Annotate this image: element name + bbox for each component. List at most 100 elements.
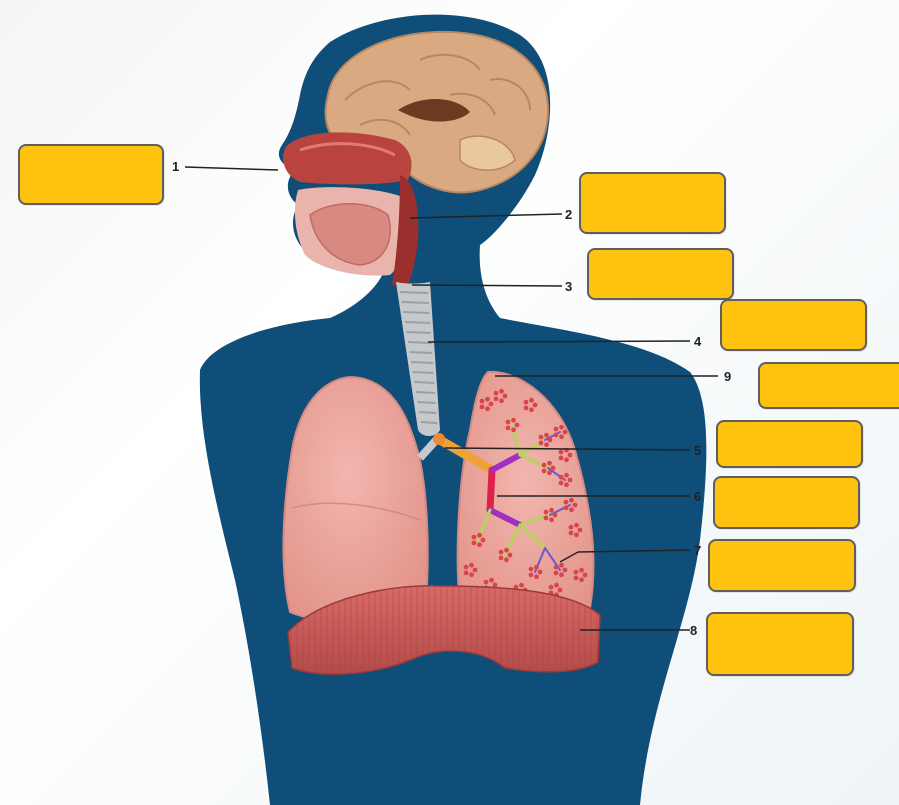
leader-line-1 [185,167,278,170]
alveolus [524,400,529,405]
alveolus [481,538,486,543]
alveolus [539,435,544,440]
alveolus [559,563,564,568]
alveolus [544,442,549,447]
alveolus [549,585,554,590]
alveolus [558,588,563,593]
trachea-ring [403,312,429,313]
answer-box-1[interactable] [18,144,164,205]
trachea-ring [400,292,428,293]
alveolus [544,510,549,515]
alveolus [554,427,559,432]
alveolus [511,418,516,423]
alveolus [499,550,504,555]
label-number-8: 8 [690,623,697,638]
alveolus [569,498,574,503]
alveolus [563,430,568,435]
answer-box-6[interactable] [713,476,860,529]
alveolus [549,508,554,513]
alveolus [504,557,509,562]
trachea-ring [402,302,429,303]
alveolus [469,572,474,577]
alveolus [569,531,574,536]
answer-box-5[interactable] [716,420,863,468]
answer-box-8[interactable] [706,612,854,676]
trachea-ring [414,382,434,383]
alveolus [534,574,539,579]
label-number-3: 3 [565,279,572,294]
alveolus [506,426,511,431]
alveolus [563,568,568,573]
alveolus [508,553,513,558]
alveolus [485,406,490,411]
alveolus [499,556,504,561]
alveolus [529,398,534,403]
alveolus [472,541,477,546]
alveolus [485,397,490,402]
trachea-ring [416,392,435,393]
alveolus [579,577,584,582]
alveolus [544,433,549,438]
label-number-7: 7 [694,543,701,558]
alveolus [583,573,588,578]
answer-box-9[interactable] [758,362,899,409]
label-number-2: 2 [565,207,572,222]
alveolus [574,570,579,575]
trachea-ring [405,322,430,323]
alveolus [489,402,494,407]
answer-box-4[interactable] [720,299,867,351]
alveolus [564,500,569,505]
trachea-ring [408,342,432,343]
alveolus [499,398,504,403]
alveolus [539,441,544,446]
alveolus [529,567,534,572]
alveolus [578,528,583,533]
alveolus [499,389,504,394]
alveolus [480,405,485,410]
alveolus [548,438,553,443]
alveolus [564,506,569,511]
answer-box-2[interactable] [579,172,726,234]
alveolus [542,463,547,468]
alveolus [519,583,524,588]
alveolus [564,473,569,478]
alveolus [534,565,539,570]
alveolus [464,571,469,576]
alveolus [511,427,516,432]
alveolus [551,466,556,471]
alveolus [542,469,547,474]
alveolus [503,394,508,399]
alveolus [484,580,489,585]
trachea-ring [421,422,437,423]
alveolus [564,457,569,462]
alveolus [569,507,574,512]
alveolus [469,563,474,568]
alveolus [494,397,499,402]
leader-line-3 [412,285,562,286]
label-number-9: 9 [724,369,731,384]
label-number-6: 6 [694,489,701,504]
alveolus [553,513,558,518]
alveolus [547,461,552,466]
alveolus [564,482,569,487]
label-number-4: 4 [694,334,702,349]
trachea-ring [413,372,434,373]
alveolus [559,456,564,461]
answer-box-3[interactable] [587,248,734,300]
alveolus [538,570,543,575]
alveolus [480,399,485,404]
alveolus [533,403,538,408]
trachea-ring [418,402,436,403]
label-number-5: 5 [694,443,701,458]
alveolus [559,425,564,430]
alveolus [494,391,499,396]
alveolus [568,478,573,483]
alveolus [559,572,564,577]
alveolus [569,525,574,530]
alveolus [554,565,559,570]
alveolus [574,523,579,528]
alveolus [464,565,469,570]
answer-box-7[interactable] [708,539,856,592]
label-number-1: 1 [172,159,179,174]
